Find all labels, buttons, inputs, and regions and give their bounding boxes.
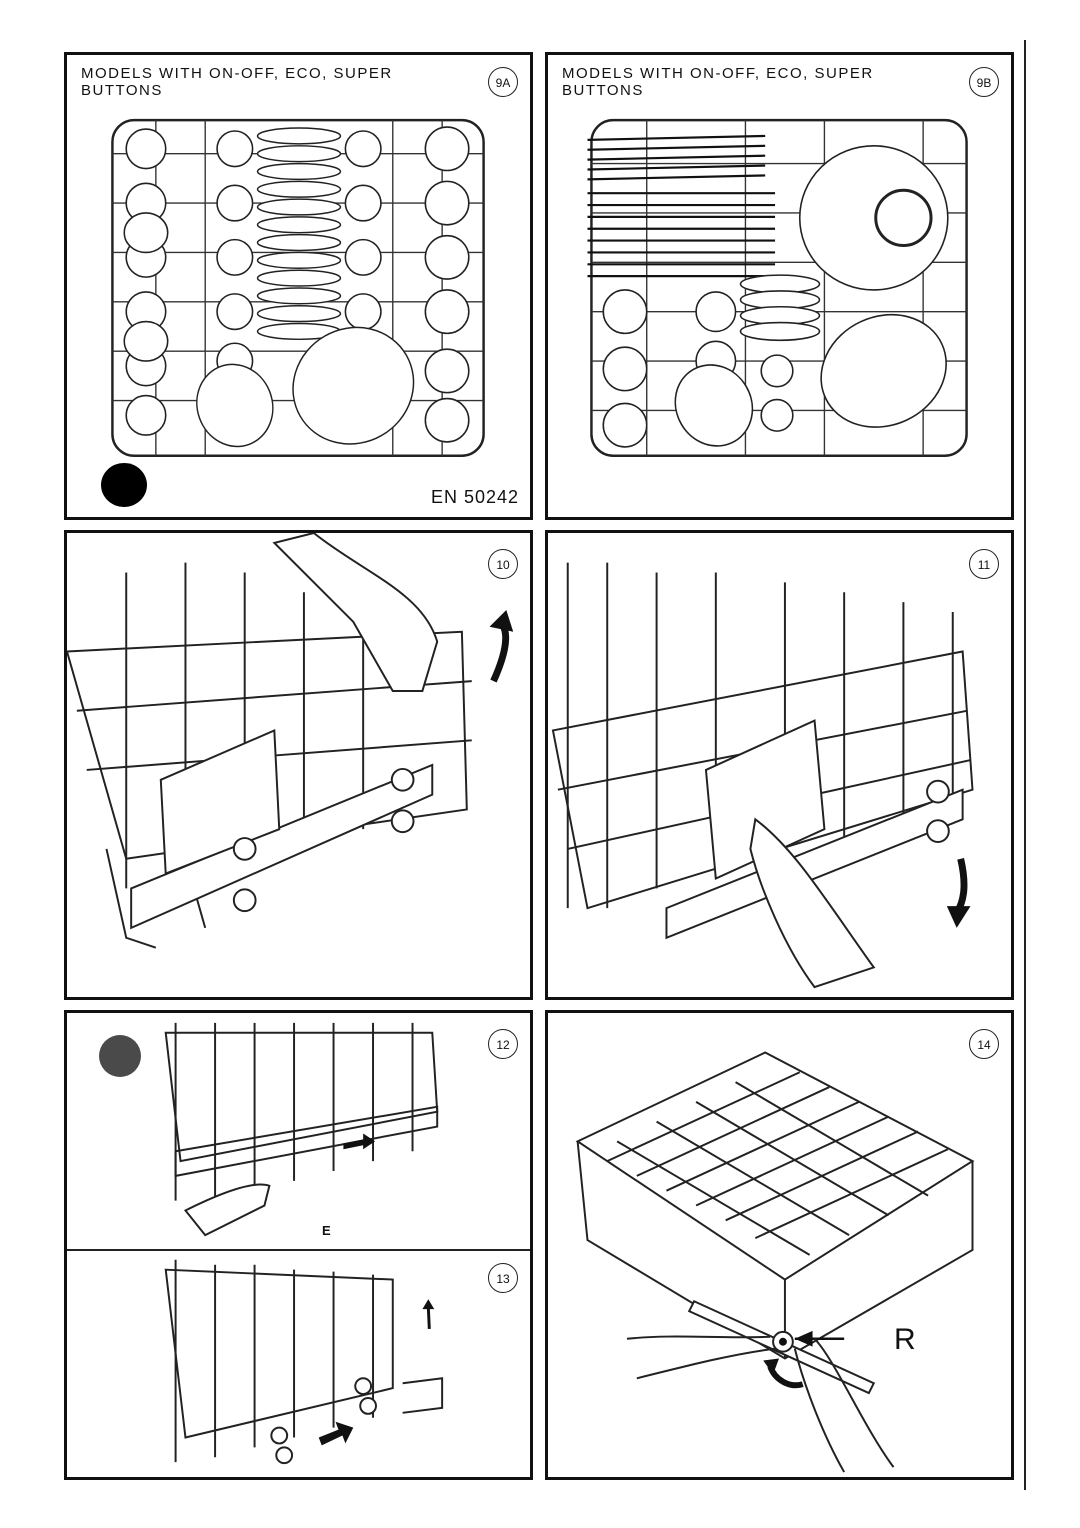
rack-illustration-9b [587,118,968,458]
grey-dot-marker [99,1035,141,1077]
black-dot-marker [101,463,147,507]
badge-9b: 9B [969,67,999,97]
badge-14: 14 [969,1029,999,1059]
panel-12-13-divider [67,1249,530,1251]
panel-9a: MODELS WITH ON-OFF, ECO, SUPER BUTTONS 9… [64,52,533,520]
panel-10: 10 [64,530,533,1000]
panel-9b: MODELS WITH ON-OFF, ECO, SUPER BUTTONS 9… [545,52,1014,520]
panel-9b-title: MODELS WITH ON-OFF, ECO, SUPER BUTTONS [562,65,874,99]
panel-11: 11 [545,530,1014,1000]
panel-12-13: 12 E 13 [64,1010,533,1480]
badge-13: 13 [488,1263,518,1293]
label-r: R [894,1323,916,1356]
badge-12: 12 [488,1029,518,1059]
badge-10: 10 [488,549,518,579]
panel-9a-title: MODELS WITH ON-OFF, ECO, SUPER BUTTONS [81,65,393,99]
label-e: E [322,1223,332,1238]
rack-adjust-illustration-11 [551,562,974,989]
panel-14: 14 R [545,1010,1014,1480]
rack-adjust-illustration-10 [67,533,514,949]
badge-11: 11 [969,549,999,579]
spray-arm-illustration-14 [575,1051,975,1473]
rack-illustration-9a [111,118,485,458]
page-edge-line [1024,40,1026,1490]
rack-remove-illustration-13 [164,1259,444,1465]
rack-release-illustration-12 [164,1022,439,1237]
badge-9a: 9A [488,67,518,97]
standard-caption: EN 50242 [431,487,520,507]
